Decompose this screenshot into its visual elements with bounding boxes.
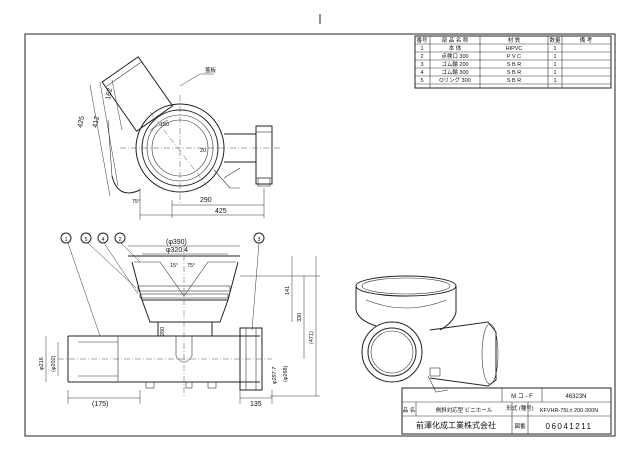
drawing-no-label: 図番 (514, 423, 526, 430)
cell-r4-qty: 1 (553, 78, 556, 84)
cell-r3-no: 4 (420, 70, 423, 76)
dim-phi268: (φ268) (283, 365, 289, 382)
cell-r1-qty: 1 (553, 54, 556, 60)
model-label: 形式 (種号) (506, 404, 533, 412)
balloon-3: 3 (257, 237, 260, 243)
dim-phi320: φ320.4 (166, 247, 188, 254)
dim-phi202: (φ202) (51, 355, 57, 372)
th-no: 番号 (416, 37, 428, 44)
th-name: 部 品 名 称 (442, 36, 469, 44)
cell-r4-name: Oリング 300 (439, 76, 470, 84)
company-name: 前澤化成工業株式会社 (416, 420, 496, 430)
balloon-1: 1 (64, 237, 67, 243)
cell-r1-name: 点検口 300 (441, 52, 468, 60)
dim-75deg-sec: 75° (187, 263, 195, 269)
dim-phi297: φ297.7 (272, 367, 278, 384)
cell-r3-qty: 1 (553, 70, 556, 76)
cell-r2-no: 3 (420, 62, 423, 68)
dim-425-horiz: 425 (215, 208, 227, 215)
name-value: 側斜対応型 ビニホール (436, 406, 493, 414)
balloon-4: 4 (101, 237, 104, 243)
cell-r1-no: 2 (420, 54, 423, 60)
balloon-5: 5 (84, 237, 87, 243)
dim-15deg: 15° (170, 263, 178, 269)
th-qty: 数量 (549, 36, 561, 44)
cell-r0-no: 1 (420, 46, 423, 52)
cell-r4-mat: S B R (507, 78, 521, 84)
drawing-no-value: 06041211 (546, 422, 593, 431)
cell-r2-mat: S B R (507, 62, 521, 68)
title-block: M コ - F 46323N 品 名 側斜対応型 ビニホール 形式 (種号) K… (401, 387, 612, 435)
parts-table: 番号 部 品 名 称 材 質 数量 備 考 1 本 体 HIPVC 1 2 点検… (414, 35, 612, 89)
dim-280: 280 (160, 327, 166, 336)
dim-150: 150 (160, 122, 169, 128)
section-view: 1 5 4 2 3 (φ390) φ320.4 15° 75° 141 330 … (39, 232, 320, 408)
dim-phi216: φ216 (39, 357, 45, 370)
dim-141: 141 (285, 286, 291, 295)
dim-20: 20 (200, 148, 206, 154)
dim-175: (175) (92, 401, 108, 408)
dim-phi390: (φ390) (166, 239, 187, 246)
plan-view: 蓋板 425 412 162 150 20 290 425 75° (77, 56, 280, 220)
cell-r4-no: 5 (420, 78, 423, 84)
model-value: KFVHR-75L± 200-300N (540, 408, 598, 414)
cell-r0-name: 本 体 (449, 44, 462, 52)
dim-135: 135 (250, 401, 262, 408)
cell-r1-mat: P V C (507, 54, 521, 60)
balloon-2: 2 (118, 237, 121, 243)
cell-r2-name: ゴム輪 200 (441, 60, 468, 68)
dim-290: 290 (200, 197, 212, 204)
cell-r0-qty: 1 (553, 46, 556, 52)
dim-75deg: 75° (132, 199, 140, 205)
dim-471: (471) (309, 331, 315, 344)
sheet-border (24, 33, 616, 437)
lid-label: 蓋板 (205, 66, 217, 74)
cell-r2-qty: 1 (553, 62, 556, 68)
dim-162: 162 (105, 88, 114, 101)
name-label: 品 名 (403, 406, 416, 414)
cell-r0-mat: HIPVC (506, 46, 523, 52)
dim-412: 412 (92, 116, 101, 129)
th-remarks: 備 考 (580, 36, 593, 44)
cell-r3-name: ゴム輪 300 (441, 68, 468, 76)
code-label: M コ - F (511, 393, 533, 400)
balloon-1-circle (60, 232, 72, 244)
code-value: 46323N (565, 394, 586, 400)
cell-r3-mat: S B R (507, 70, 521, 76)
th-material: 材 質 (508, 36, 521, 44)
dim-425-vert: 425 (77, 116, 86, 129)
isometric-view (355, 275, 499, 393)
dim-330: 330 (297, 313, 303, 322)
